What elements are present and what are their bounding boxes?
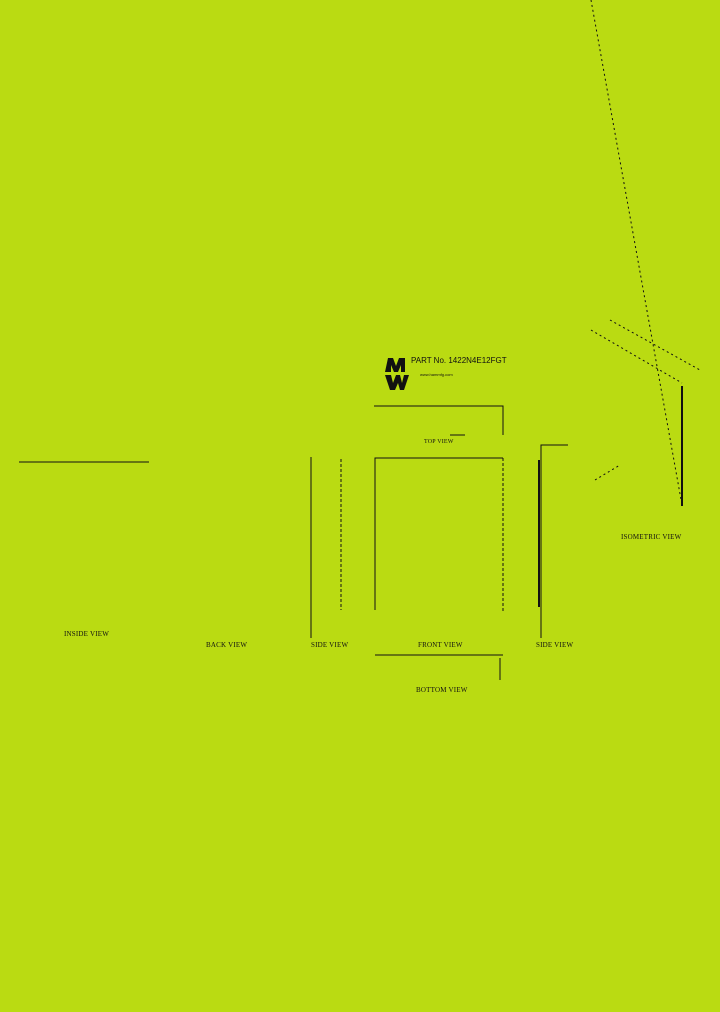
back-view-label: BACK VIEW bbox=[206, 641, 248, 649]
isometric-view-label: ISOMETRIC VIEW bbox=[621, 533, 682, 541]
part-number: PART No. 1422N4E12FGT bbox=[411, 356, 507, 365]
side-view-right-outline bbox=[540, 444, 568, 638]
front-view-label: FRONT VIEW bbox=[418, 641, 463, 649]
hammond-logo bbox=[385, 358, 409, 390]
inside-view-label: INSIDE VIEW bbox=[64, 630, 110, 638]
bottom-view-label: BOTTOM VIEW bbox=[416, 686, 468, 694]
front-view-outline bbox=[374, 457, 503, 610]
isometric-outline bbox=[590, 0, 701, 506]
side-view-left-label: SIDE VIEW bbox=[311, 641, 349, 649]
top-view-label: TOP VIEW bbox=[424, 439, 454, 445]
website: www.hammfg.com bbox=[420, 372, 453, 377]
top-view-outline bbox=[374, 405, 504, 435]
side-view-right-label: SIDE VIEW bbox=[536, 641, 574, 649]
